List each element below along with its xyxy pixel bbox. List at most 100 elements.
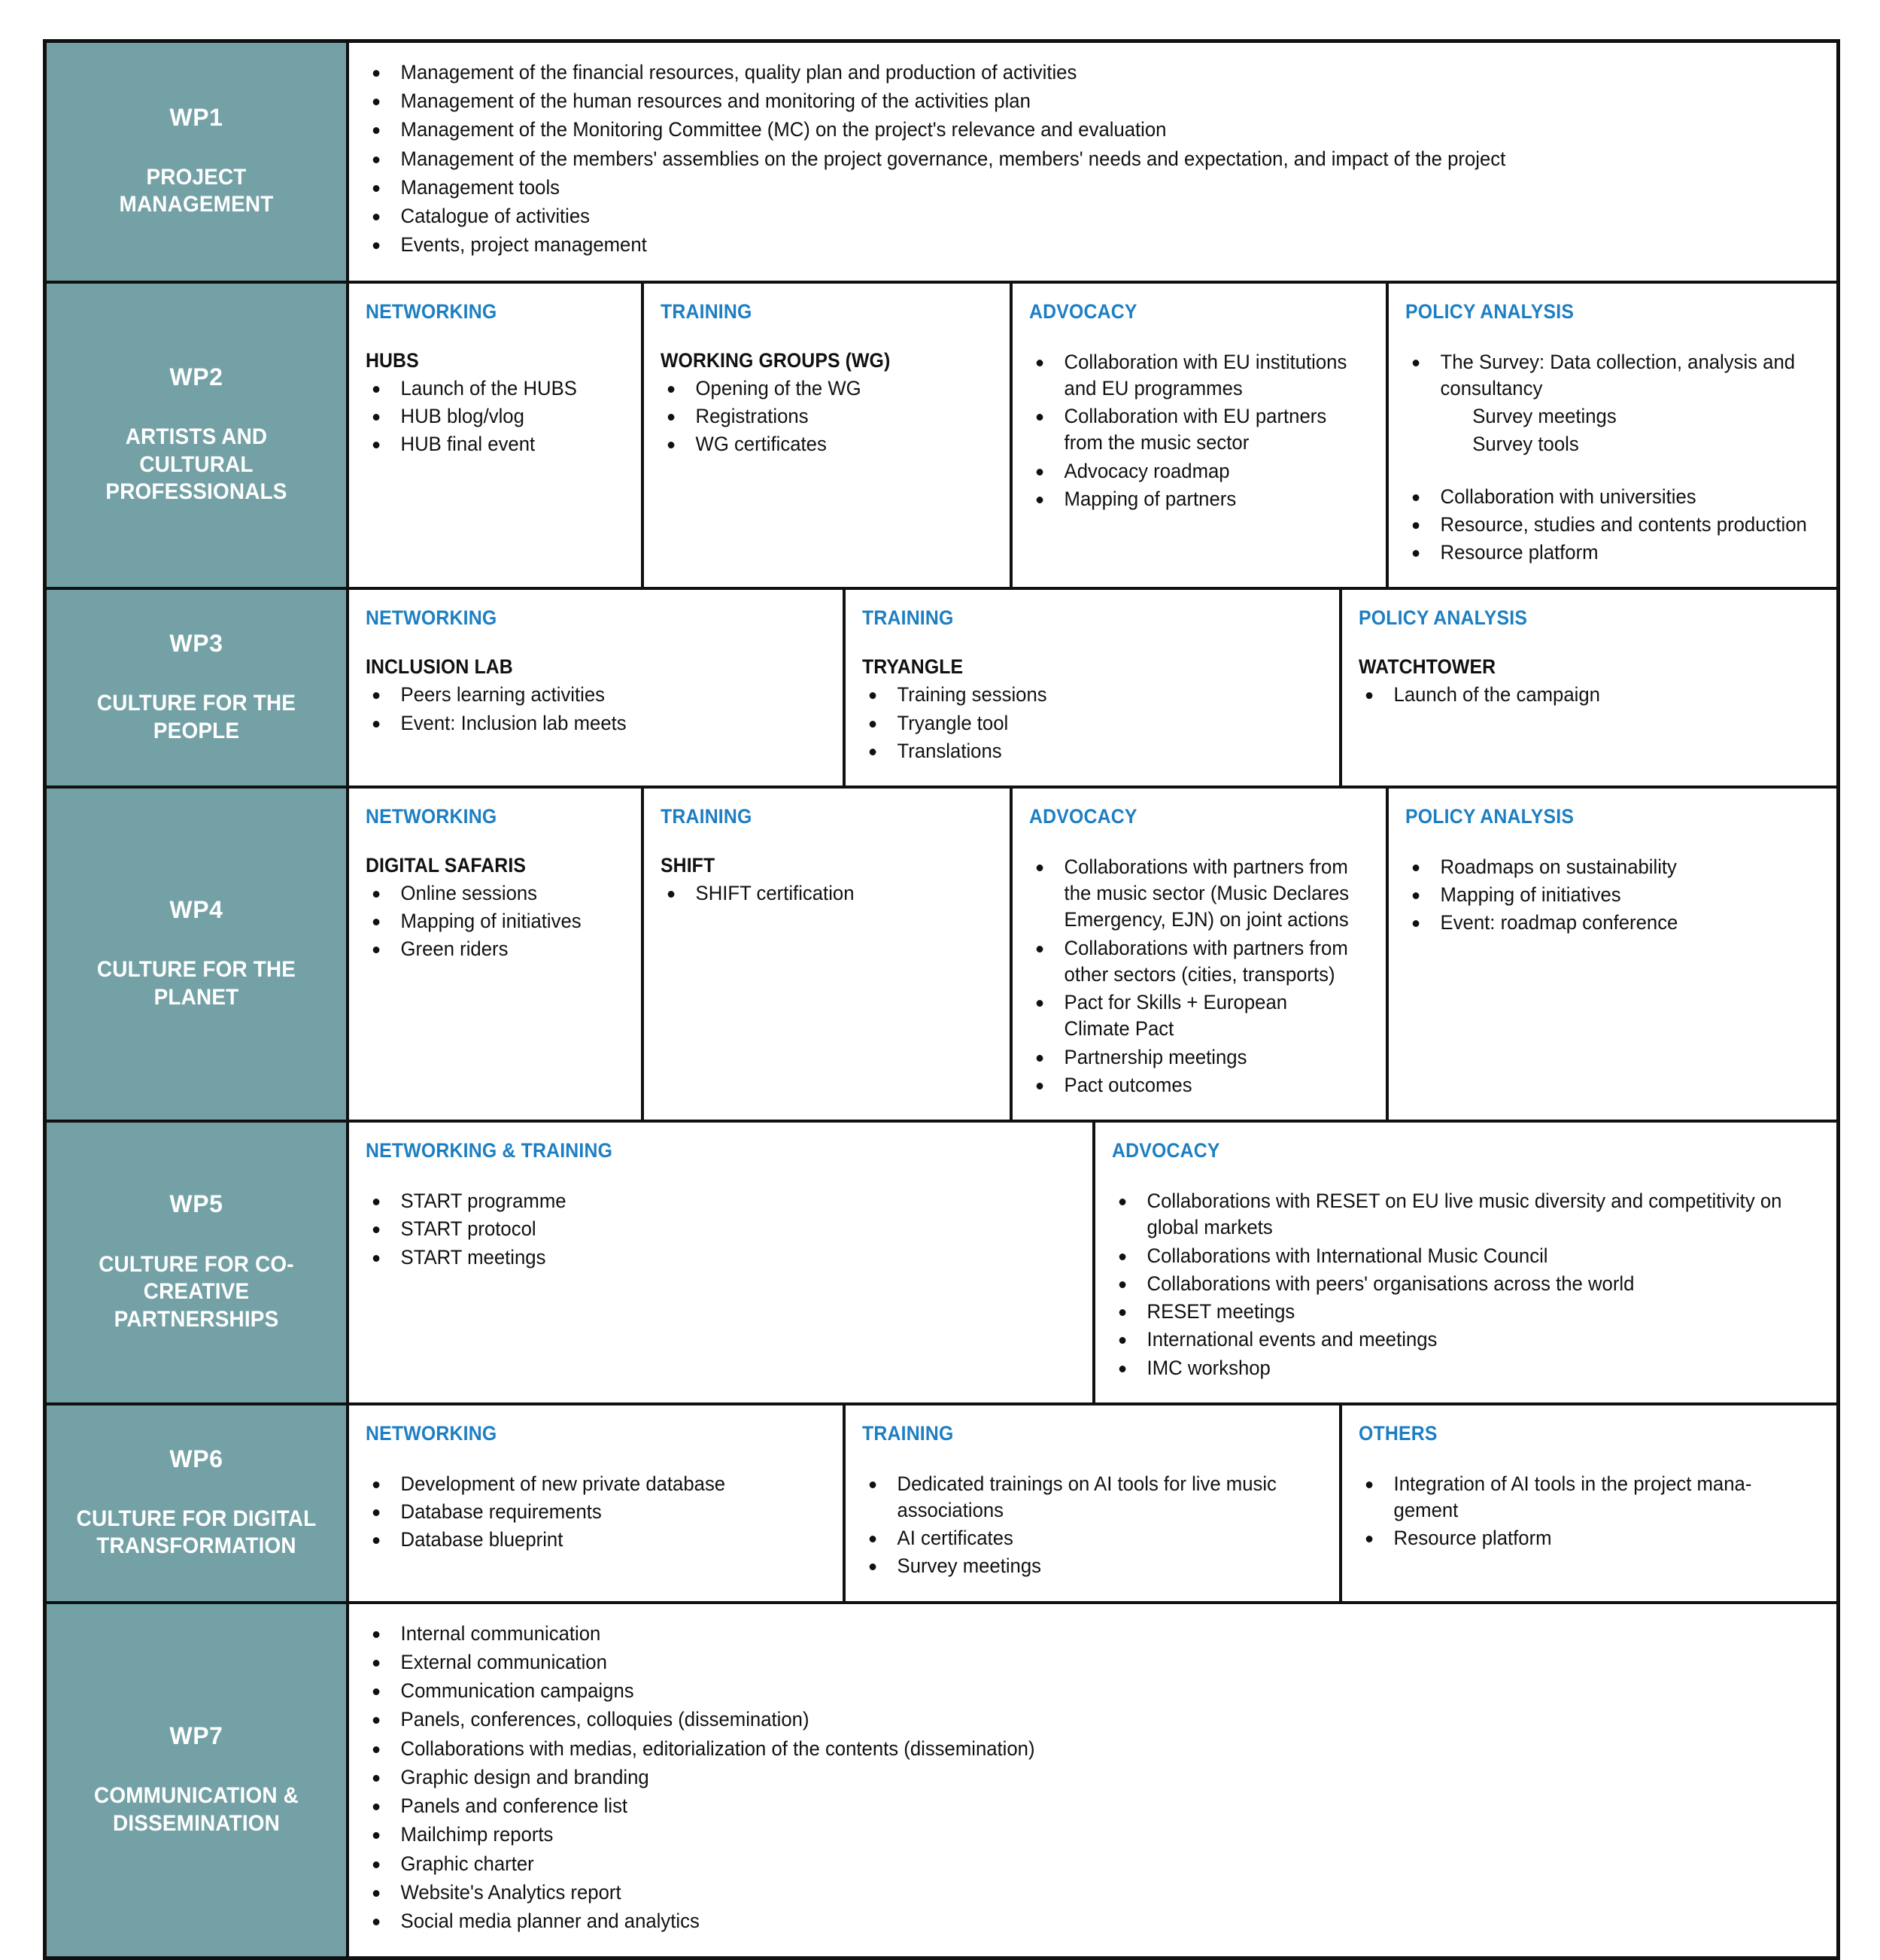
activity-list: SHIFT certification [661, 880, 990, 907]
activity-list-item: Mapping of initiatives [1405, 882, 1809, 908]
work-package-title: CULTURE FOR THE PLANET [96, 957, 296, 1010]
activity-list-item: Pact for Skills + European Climate Pact [1029, 989, 1356, 1042]
column-subheading: SHIFT [661, 853, 715, 877]
column-heading: ADVOCACY [1112, 1139, 1220, 1162]
activity-list-item: Collaborations with partners from the mu… [1029, 854, 1356, 934]
activity-list-item: Resource platform [1359, 1525, 1808, 1551]
column-subheading: TRYANGLE [862, 655, 964, 679]
activity-list-item: Survey meetings [862, 1553, 1306, 1579]
column-heading: ADVOCACY [1029, 299, 1137, 323]
activity-list-item: Mapping of initiatives [366, 908, 614, 934]
column-heading: NETWORKING [366, 299, 497, 323]
work-package-column: NETWORKING Development of new private dat… [349, 1405, 846, 1601]
activity-list-item: Partnership meetings [1029, 1044, 1356, 1071]
column-heading: OTHERS [1359, 1421, 1438, 1445]
activity-list-item: Management of the human resources and mo… [366, 88, 1773, 114]
activity-list-item: IMC workshop [1112, 1355, 1800, 1381]
work-package-content: NETWORKING INCLUSION LAB Peers learning ac… [349, 590, 1836, 786]
activity-list-item: Tryangle tool [862, 710, 1306, 737]
activity-list-item: Registrations [661, 403, 980, 430]
work-package-column: NETWORKING INCLUSION LAB Peers learning ac… [349, 590, 846, 786]
activity-list-item: Collaborations with RESET on EU live mus… [1112, 1188, 1800, 1241]
activity-list-item: Collaborations with International Music … [1112, 1243, 1800, 1269]
column-heading: ADVOCACY [1029, 804, 1137, 828]
work-package-column: Management of the financial resources, q… [349, 43, 1836, 281]
activity-list-item: Collaboration with EU partners from the … [1029, 403, 1356, 456]
activity-list: Integration of AI tools in the project m… [1359, 1471, 1821, 1552]
activity-list-item: Mapping of partners [1029, 486, 1356, 512]
activity-list-item: Roadmaps on sustainability [1405, 854, 1809, 880]
work-package-code: WP1 [169, 103, 223, 131]
column-heading: TRAINING [862, 606, 954, 630]
activity-list-item: The Survey: Data collection, analysis an… [1405, 349, 1809, 402]
column-heading: NETWORKING & TRAINING [366, 1139, 613, 1162]
activity-list-item: Collaboration with universities [1405, 484, 1809, 510]
column-heading: NETWORKING [366, 804, 497, 828]
work-package-code: WP3 [169, 629, 223, 657]
activity-list-item: HUB final event [366, 431, 614, 457]
activity-list-item: Database blueprint [366, 1527, 809, 1553]
activity-list-item: Peers learning activities [366, 682, 809, 708]
activity-list-item: Translations [862, 738, 1306, 764]
work-package-code: WP2 [169, 363, 223, 390]
activity-list-item: Survey meetings [1472, 405, 1617, 428]
activity-list-item: Resource, studies and contents productio… [1405, 512, 1809, 538]
activity-list-item: Communication campaigns [366, 1678, 1773, 1704]
activity-list-item: Survey tools [1472, 433, 1579, 456]
work-package-title: CULTURE FOR CO-CREATIVE PARTNERSHIPS [99, 1251, 294, 1332]
activity-list-item: Database requirements [366, 1499, 809, 1525]
column-subheading: HUBS [366, 348, 419, 372]
activity-list-item: Event: roadmap conference [1405, 910, 1809, 936]
activity-list-item: SHIFT certification [661, 880, 980, 907]
column-heading: NETWORKING [366, 1421, 497, 1445]
column-heading: POLICY ANALYSIS [1359, 606, 1528, 630]
activity-list-item: Development of new private database [366, 1471, 809, 1497]
work-package-column: POLICY ANALYSIS The Survey: Data collecti… [1389, 284, 1841, 588]
activity-list-item: Internal communication [366, 1621, 1773, 1647]
activity-list-item: Mailchimp reports [366, 1822, 1773, 1848]
work-package-title: CULTURE FOR DIGITAL TRANSFORMATION [76, 1506, 317, 1559]
activity-list-item: Pact outcomes [1029, 1072, 1356, 1099]
activity-list-item: Catalogue of activities [366, 203, 1773, 229]
work-package-code: WP5 [169, 1190, 223, 1218]
activity-list-item: Advocacy roadmap [1029, 458, 1356, 485]
activity-list-item: International events and meetings [1112, 1326, 1800, 1353]
activity-list-item: START programme [366, 1188, 1052, 1214]
work-package-column: ADVOCACY Collaborations with partners fro… [1013, 788, 1389, 1120]
activity-list-item: RESET meetings [1112, 1299, 1800, 1325]
activity-list: Collaborations with partners from the mu… [1029, 854, 1366, 1099]
activity-list-item: HUB blog/vlog [366, 403, 614, 430]
column-subheading: DIGITAL SAFARIS [366, 853, 526, 877]
column-subheading: INCLUSION LAB [366, 655, 513, 679]
activity-list-item: Management of the members' assemblies on… [366, 146, 1773, 172]
activity-list-item: Collaborations with partners from other … [1029, 935, 1356, 988]
activity-list-item: Management of the financial resources, q… [366, 59, 1773, 86]
activity-list-item: Opening of the WG [661, 375, 980, 402]
column-heading: POLICY ANALYSIS [1405, 299, 1575, 323]
activity-list: Launch of the campaign [1359, 682, 1821, 708]
activity-list-item: External communication [366, 1649, 1773, 1676]
column-heading: NETWORKING [366, 606, 497, 630]
